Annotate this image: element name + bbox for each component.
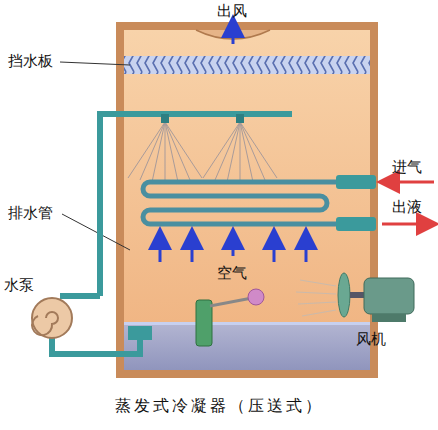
fan-motor xyxy=(364,278,414,314)
part-label: 水泵 xyxy=(4,276,34,294)
nozzle xyxy=(236,114,244,123)
outlet-label: 出风 xyxy=(217,2,247,20)
suction-pipe xyxy=(52,338,140,354)
part-label: 风机 xyxy=(356,330,386,348)
housing xyxy=(116,22,378,378)
outlet-arrow xyxy=(232,26,235,44)
water-surface xyxy=(124,322,370,325)
water-spray xyxy=(128,122,277,183)
pump-outlet-pipe xyxy=(60,293,100,299)
part-label: 排水管 xyxy=(8,204,53,222)
spray-pipe xyxy=(100,114,292,296)
nozzle xyxy=(161,114,169,123)
inlet-label: 进气 xyxy=(392,158,422,176)
strainer xyxy=(128,326,152,340)
inlet-arrow xyxy=(388,181,434,184)
outlet-label: 出液 xyxy=(392,198,422,216)
caption: 蒸发式冷凝器（压送式） xyxy=(0,396,438,417)
leader-line xyxy=(62,214,130,250)
motor-base xyxy=(372,314,406,322)
baffle xyxy=(124,56,370,74)
outlet-header xyxy=(336,217,376,231)
fan-shaft xyxy=(350,292,364,298)
air-label: 空气 xyxy=(217,264,247,282)
leader-line xyxy=(60,62,130,65)
pump-spiral xyxy=(32,312,58,335)
fan-blades xyxy=(338,273,350,317)
housing-inner xyxy=(124,30,370,370)
pump-volute xyxy=(32,298,72,338)
condenser-coil xyxy=(143,182,340,224)
float-valve xyxy=(196,300,212,346)
inlet-header xyxy=(336,175,376,189)
part-label: 挡水板 xyxy=(8,52,53,70)
air-arrows xyxy=(160,238,306,262)
float-ball xyxy=(248,289,264,305)
float-rod xyxy=(210,298,252,306)
water-basin xyxy=(124,322,370,370)
air-mist xyxy=(296,280,336,316)
outlet-arrow xyxy=(382,223,428,226)
